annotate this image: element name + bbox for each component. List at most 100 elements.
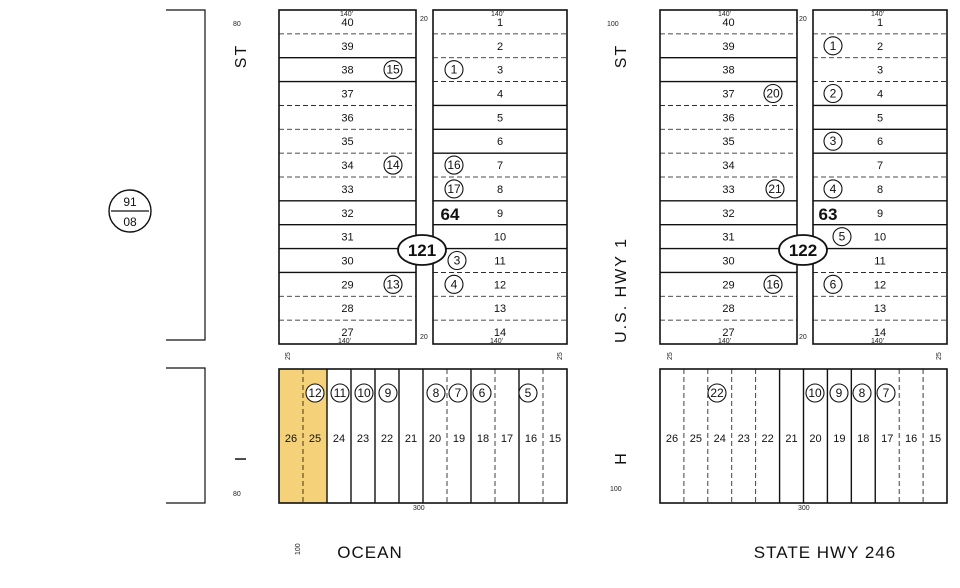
block-id-right[interactable]: 122 (778, 234, 828, 266)
block-tl-lot-36: 36 (341, 112, 353, 124)
page-ref-bottom: 08 (123, 215, 137, 229)
parcel-br-7[interactable]: 7 (876, 383, 896, 403)
dim-140-h: 140' (871, 338, 884, 345)
block-br-lot-23: 23 (738, 433, 750, 445)
parcel-tr-4-text: 4 (451, 277, 458, 291)
parcel-br-8[interactable]: 8 (852, 383, 872, 403)
parcel-tr-17[interactable]: 17 (444, 179, 464, 199)
street-label-us-hwy: U.S. HWY 1 (613, 237, 630, 343)
dim-140-c: 140' (491, 11, 504, 18)
block-id-left-text: 121 (408, 241, 436, 260)
block-rr-lot-1: 1 (877, 17, 883, 29)
parcel-bl-8-text: 8 (433, 386, 440, 400)
block-rl-lot-35: 35 (722, 136, 734, 148)
parcel-tr-3[interactable]: 3 (447, 250, 467, 271)
parcel-rr-1[interactable]: 1 (823, 36, 843, 56)
dimension-labels: 80 100 20 20 20 20 25 25 25 25 80 100 10… (233, 11, 943, 555)
block-number-left: 64 (441, 205, 460, 224)
dim-80-top: 80 (233, 21, 241, 28)
street-label-h: H (613, 451, 630, 465)
block-tr-lot-3: 3 (497, 65, 503, 77)
block-rr-lot-11: 11 (874, 256, 885, 268)
street-label-ocean: OCEAN (337, 543, 402, 562)
parcel-bl-5[interactable]: 5 (518, 383, 538, 403)
dim-100-bottom: 100 (610, 486, 622, 493)
block-rl-lot-28: 28 (722, 303, 734, 315)
parcel-br-10-text: 10 (808, 386, 822, 400)
parcel-br-22[interactable]: 22 (707, 383, 727, 403)
parcel-rr-2[interactable]: 2 (823, 83, 843, 104)
parcel-tl-14[interactable]: 14 (383, 155, 403, 175)
block-rr-lot-13: 13 (874, 303, 886, 315)
parcel-bl-10-text: 10 (357, 386, 371, 400)
block-tl-lot-40: 40 (341, 17, 353, 29)
parcel-br-10[interactable]: 10 (805, 383, 825, 403)
dim-20-c: 20 (799, 16, 807, 23)
parcel-br-7-text: 7 (883, 386, 890, 400)
parcel-rr-5[interactable]: 5 (832, 227, 852, 247)
parcel-bl-10[interactable]: 10 (354, 383, 374, 403)
parcel-rr-3[interactable]: 3 (823, 131, 843, 151)
parcel-rr-4[interactable]: 4 (823, 179, 843, 199)
block-tl-lot-30: 30 (341, 256, 353, 268)
block-tr-lot-1: 1 (497, 17, 503, 29)
parcel-tl-14-text: 14 (386, 158, 400, 172)
dim-25-c: 25 (667, 352, 674, 360)
block-rl-lot-27: 27 (722, 327, 734, 339)
lot-lines (279, 33, 947, 503)
street-label-st-left: ST (233, 44, 250, 68)
parcel-rl-21-text: 21 (768, 182, 782, 196)
block-rl-lot-32: 32 (722, 208, 734, 220)
parcel-tr-4[interactable]: 4 (444, 274, 464, 294)
block-rl-lot-36: 36 (722, 112, 734, 124)
block-tl-lot-32: 32 (341, 208, 353, 220)
parcel-bl-6-text: 6 (479, 386, 486, 400)
block-br-lot-15: 15 (929, 433, 941, 445)
dim-20-b: 20 (420, 334, 428, 341)
block-tl-lot-37: 37 (341, 89, 353, 101)
parcel-bl-7[interactable]: 7 (448, 383, 468, 403)
parcel-tl-13-text: 13 (386, 277, 400, 291)
parcel-tl-13[interactable]: 13 (383, 274, 403, 294)
street-label-st-right: ST (613, 44, 630, 68)
parcel-tr-1[interactable]: 1 (444, 60, 464, 80)
block-tl-lot-28: 28 (341, 303, 353, 315)
block-bl-lot-22: 22 (381, 433, 393, 445)
block-rr-lot-10: 10 (874, 232, 886, 244)
block-rl-lot-40: 40 (722, 17, 734, 29)
parcel-rr-6[interactable]: 6 (823, 274, 843, 294)
block-number-right: 63 (819, 205, 838, 224)
block-rr-lot-7: 7 (877, 160, 883, 172)
parcel-bl-12[interactable]: 12 (305, 383, 325, 403)
parcel-rr-5-text: 5 (839, 230, 846, 244)
block-tr-lot-13: 13 (494, 303, 506, 315)
parcel-rl-20[interactable]: 20 (763, 83, 783, 104)
block-tl-lot-35: 35 (341, 136, 353, 148)
block-rr-lot-3: 3 (877, 65, 883, 77)
parcel-tl-15[interactable]: 15 (383, 60, 403, 80)
block-tr-lot-2: 2 (497, 41, 503, 53)
block-tr-lot-6: 6 (497, 136, 503, 148)
parcel-bl-9[interactable]: 9 (378, 383, 398, 403)
parcel-bl-11[interactable]: 11 (330, 383, 350, 403)
page-reference: 91 08 (108, 189, 152, 233)
parcel-bl-8[interactable]: 8 (426, 383, 446, 403)
parcel-br-9[interactable]: 9 (829, 383, 849, 403)
block-bl-lot-26: 26 (285, 433, 297, 445)
parcel-rl-16[interactable]: 16 (763, 274, 783, 294)
parcel-br-8-text: 8 (859, 386, 866, 400)
dim-25-a: 25 (285, 352, 292, 360)
block-id-left[interactable]: 121 (397, 234, 447, 266)
dim-140-b: 140' (338, 338, 351, 345)
parcel-rl-21[interactable]: 21 (765, 179, 785, 199)
block-br-lot-22: 22 (762, 433, 774, 445)
block-br-lot-17: 17 (881, 433, 893, 445)
parcel-tr-17-text: 17 (447, 182, 461, 196)
parcel-bl-6[interactable]: 6 (472, 383, 492, 403)
parcel-tr-16[interactable]: 16 (444, 155, 464, 175)
block-tr-lot-10: 10 (494, 232, 506, 244)
parcel-rr-1-text: 1 (830, 39, 837, 53)
dim-140-f: 140' (718, 338, 731, 345)
